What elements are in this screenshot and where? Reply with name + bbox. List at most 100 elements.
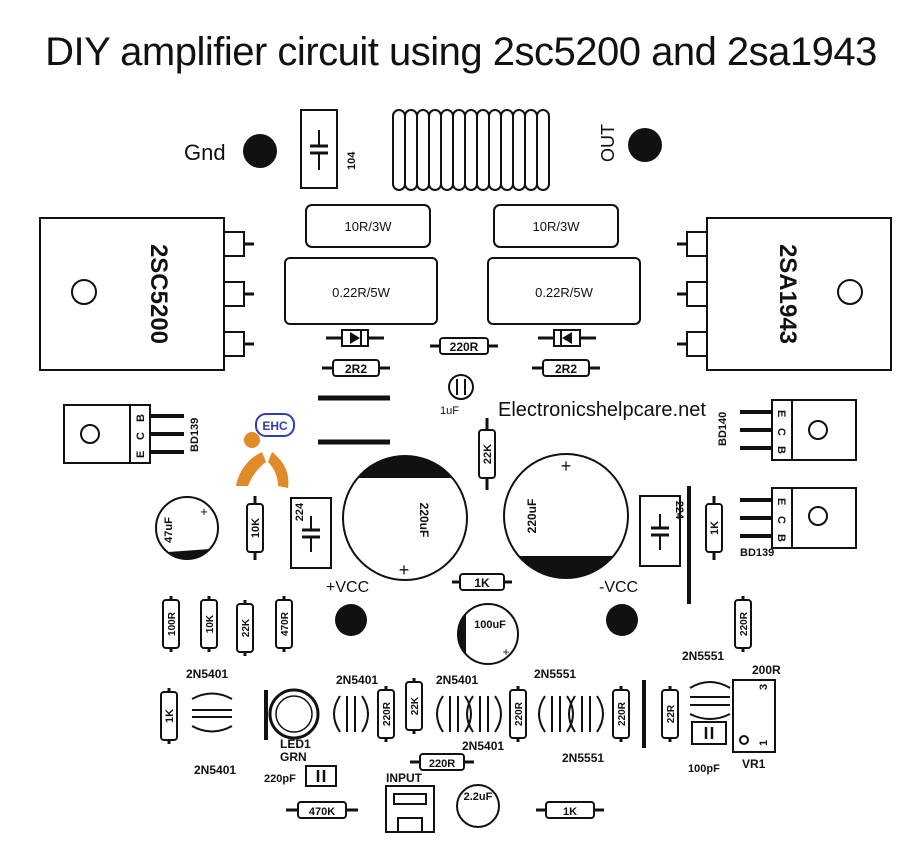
resistor-22r (661, 689, 679, 739)
pin-b-right-top: B (775, 446, 787, 454)
out-label: OUT (598, 124, 618, 162)
output-inductor (392, 109, 550, 191)
diagram-title: DIY amplifier circuit using 2sc5200 and … (45, 30, 877, 74)
resistor-470r (275, 599, 293, 649)
transistor-2n5551-8-label: 2N5551 (682, 649, 724, 663)
capacitor-100uf: + (457, 603, 519, 665)
resistor-1k-mid (459, 573, 505, 591)
resistor-220r-right (734, 599, 752, 649)
capacitor-47uf: + (155, 496, 219, 560)
svg-text:+: + (200, 504, 208, 519)
out-pad (628, 128, 662, 162)
svg-text:+: + (502, 645, 509, 659)
resistor-470k-label: 470K (309, 806, 335, 818)
transistor-2n5401-4-label: 2N5401 (436, 673, 478, 687)
resistor-220r-top-label: 220R (450, 340, 479, 354)
resistor-220r-a (377, 689, 395, 739)
resistor-220r-bottom-label: 220R (429, 758, 455, 770)
resistor-2r2-right-label: 2R2 (555, 362, 577, 376)
resistor-1k-bottom (545, 801, 595, 819)
transistor-2sc5200-label: 2SC5200 (145, 244, 172, 344)
resistor-2r2-left (332, 359, 380, 377)
pin-e-right-bottom: E (775, 498, 787, 505)
transistor-2n5401-1-label: 2N5401 (186, 667, 228, 681)
resistor-220r-right-label: 220R (739, 611, 750, 636)
trimmer-pin1: 1 (758, 740, 770, 746)
resistor-022r-left-label: 0.22R/5W (332, 285, 391, 300)
vcc-neg-pad (606, 604, 638, 636)
transistor-2n5401-3-label: 2N5401 (336, 673, 378, 687)
transistor-2sa1943-label: 2SA1943 (774, 244, 801, 344)
capacitor-224-left (290, 497, 332, 569)
resistor-220r-bottom (419, 753, 465, 771)
resistor-2r2-left-label: 2R2 (345, 362, 367, 376)
driver-bd139-left (63, 404, 184, 464)
capacitor-220pf (305, 765, 337, 787)
trimmer-ref-label: VR1 (742, 757, 766, 771)
vcc-neg-label: -VCC (599, 579, 638, 596)
pin-e-left: E (135, 451, 147, 458)
transistor-2n5551-right (689, 681, 731, 720)
resistor-470r-label: 470R (280, 611, 291, 636)
capacitor-220uf-right-label: 220uF (525, 499, 539, 534)
ehc-logo-text: EHC (262, 419, 288, 433)
capacitor-224-left-label: 224 (294, 502, 306, 521)
driver-bd139-right (740, 487, 857, 549)
driver-bd139-left-label: BD139 (189, 418, 201, 452)
resistor-10k-left-label: 10K (250, 518, 262, 538)
resistor-10r-right-label: 10R/3W (533, 219, 581, 234)
transistor-2n5401-3 (333, 695, 369, 733)
capacitor-104-label: 104 (346, 151, 358, 170)
capacitor-220uf-right: + (503, 453, 629, 579)
pin-c-left: C (135, 432, 147, 440)
capacitor-220uf-left: + (342, 455, 468, 581)
resistor-220r-top (439, 337, 489, 355)
transistor-2n5401-2-label: 2N5401 (194, 763, 236, 777)
resistor-22k-mid-label: 22K (482, 444, 494, 464)
resistor-220r-c (509, 689, 527, 739)
resistor-220r-d-label: 220R (617, 701, 628, 726)
resistor-1k-bottom-left-label: 1K (164, 709, 176, 723)
pin-e-right-top: E (775, 410, 787, 417)
resistor-22k-b-label: 22K (410, 696, 421, 715)
input-connector (385, 785, 435, 833)
resistor-22k-mid (478, 429, 496, 479)
transistor-2n5401-pair-mid (436, 695, 502, 733)
resistor-22k-row (236, 603, 254, 653)
resistor-10r-right (493, 204, 619, 248)
driver-bd140-right (740, 399, 857, 461)
capacitor-224-right-label: 224 (673, 501, 685, 520)
resistor-10k-row-label: 10K (205, 614, 216, 633)
capacitor-47uf-label: 47uF (163, 517, 175, 543)
transistor-2n5551-pair (538, 695, 604, 733)
capacitor-1uf (448, 374, 474, 400)
transistor-2n5401-7-label: 2N5401 (462, 739, 504, 753)
capacitor-1uf-label: 1uF (440, 405, 459, 417)
resistor-470k (297, 801, 347, 819)
gnd-label: Gnd (184, 140, 226, 165)
resistor-220r-c-label: 220R (514, 701, 525, 726)
pin-b-left: B (135, 414, 147, 422)
resistor-220r-d (612, 689, 630, 739)
pin-b-right-bottom: B (775, 534, 787, 542)
resistor-22r-label: 22R (666, 704, 677, 723)
transistor-2sc5200 (39, 217, 254, 371)
capacitor-220pf-label: 220pF (264, 773, 296, 785)
capacitor-100pf-label: 100pF (688, 763, 720, 775)
resistor-1k-bottom-left (160, 691, 178, 741)
pin-c-right-top: C (775, 428, 787, 436)
capacitor-100uf-label: 100uF (474, 619, 506, 631)
resistor-10r-left (305, 204, 431, 248)
resistor-10r-left-label: 10R/3W (345, 219, 393, 234)
diode-left (326, 329, 384, 347)
resistor-10k-left (246, 503, 264, 553)
input-label: INPUT (386, 771, 423, 785)
capacitor-2-2uf (456, 784, 500, 828)
resistor-10k-row (200, 599, 218, 649)
ehc-logo: EHC (236, 413, 295, 488)
resistor-2r2-right (542, 359, 590, 377)
gnd-pad (243, 134, 277, 168)
capacitor-224-right (639, 495, 681, 567)
resistor-100r-label: 100R (167, 611, 178, 636)
